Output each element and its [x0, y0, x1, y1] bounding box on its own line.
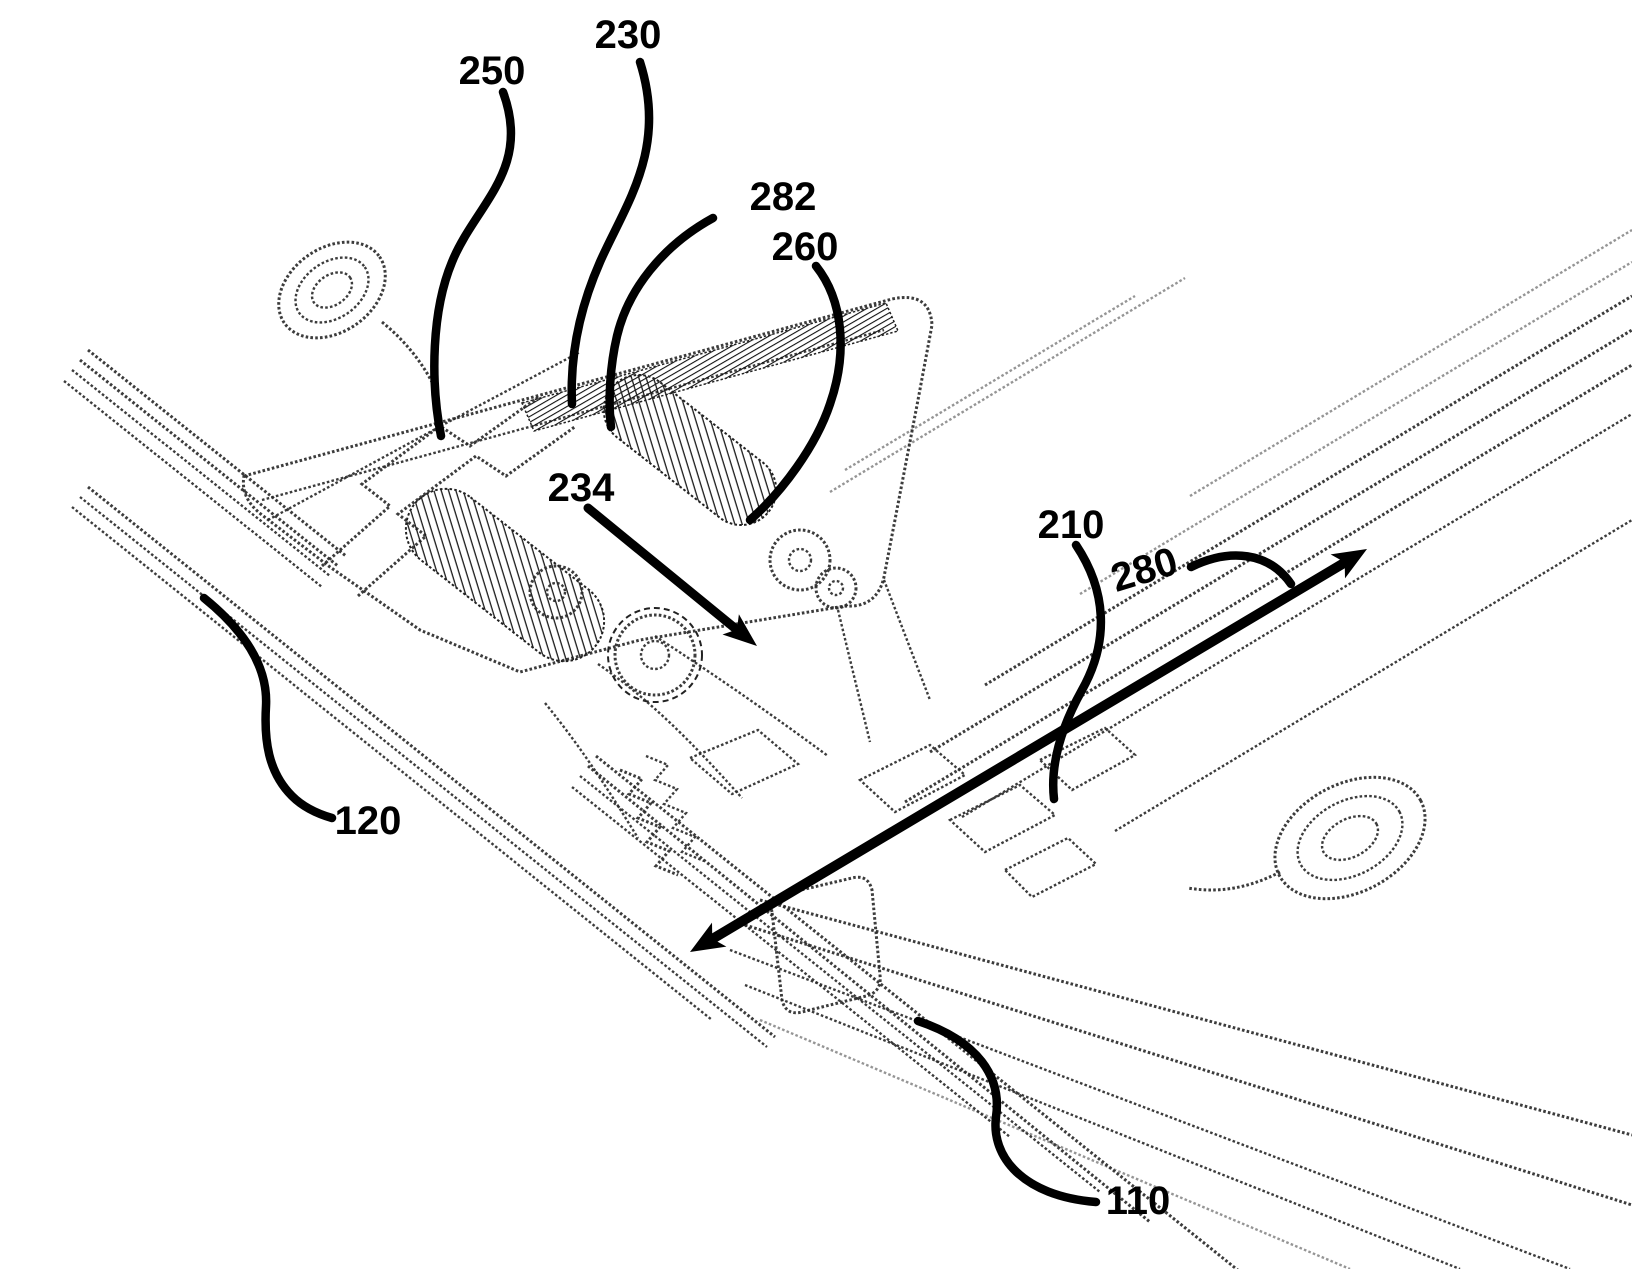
coil-spring-left: [277, 240, 434, 383]
arrowhead-down-right: [722, 614, 757, 646]
ref-label-230: 230: [595, 13, 662, 57]
arrowhead-up-right: [1330, 549, 1367, 579]
link-bracket: [687, 728, 801, 796]
zigzag-cut: [321, 394, 541, 568]
roller: [404, 487, 606, 663]
gear: [768, 528, 832, 592]
ref-label-280: 280: [1106, 539, 1183, 601]
link-arm: [597, 663, 743, 799]
slider-block: [1002, 836, 1099, 899]
leader-110: [913, 1016, 1101, 1207]
leader-120: [199, 593, 337, 823]
link-arm: [544, 702, 640, 839]
slider-block: [947, 783, 1058, 854]
gear: [607, 607, 703, 703]
double-arrow-280: [690, 549, 1367, 952]
plate-right: [729, 228, 1632, 1269]
leader-230: [567, 57, 654, 409]
hinge-module: [241, 240, 934, 877]
rack-teeth: [619, 768, 679, 877]
ref-label-260: 260: [772, 225, 839, 269]
rail-left: [63, 348, 1239, 1269]
coil-spring-right: [1187, 775, 1427, 901]
leader-280: [1186, 551, 1296, 589]
ref-label-110: 110: [1106, 1179, 1171, 1223]
zigzag-cut: [357, 424, 577, 598]
ref-label-282: 282: [750, 175, 817, 219]
arrow-234: [583, 503, 757, 646]
arrowhead-down-left: [690, 922, 727, 952]
leader-250: [430, 87, 516, 441]
leader-282: [605, 213, 718, 432]
leader-260: [745, 261, 845, 525]
ref-label-234: 234: [548, 466, 615, 510]
ref-label-120: 120: [335, 799, 402, 843]
gear: [814, 566, 858, 610]
gear: [528, 564, 584, 620]
tray-outline: [241, 296, 934, 674]
slider-block: [1037, 726, 1138, 792]
ref-label-250: 250: [459, 49, 526, 93]
hinge-tab: [769, 875, 882, 1015]
link-arm: [654, 634, 829, 757]
ref-label-210: 210: [1038, 503, 1105, 547]
rack-teeth: [645, 754, 705, 863]
leader-210: [1049, 540, 1106, 804]
